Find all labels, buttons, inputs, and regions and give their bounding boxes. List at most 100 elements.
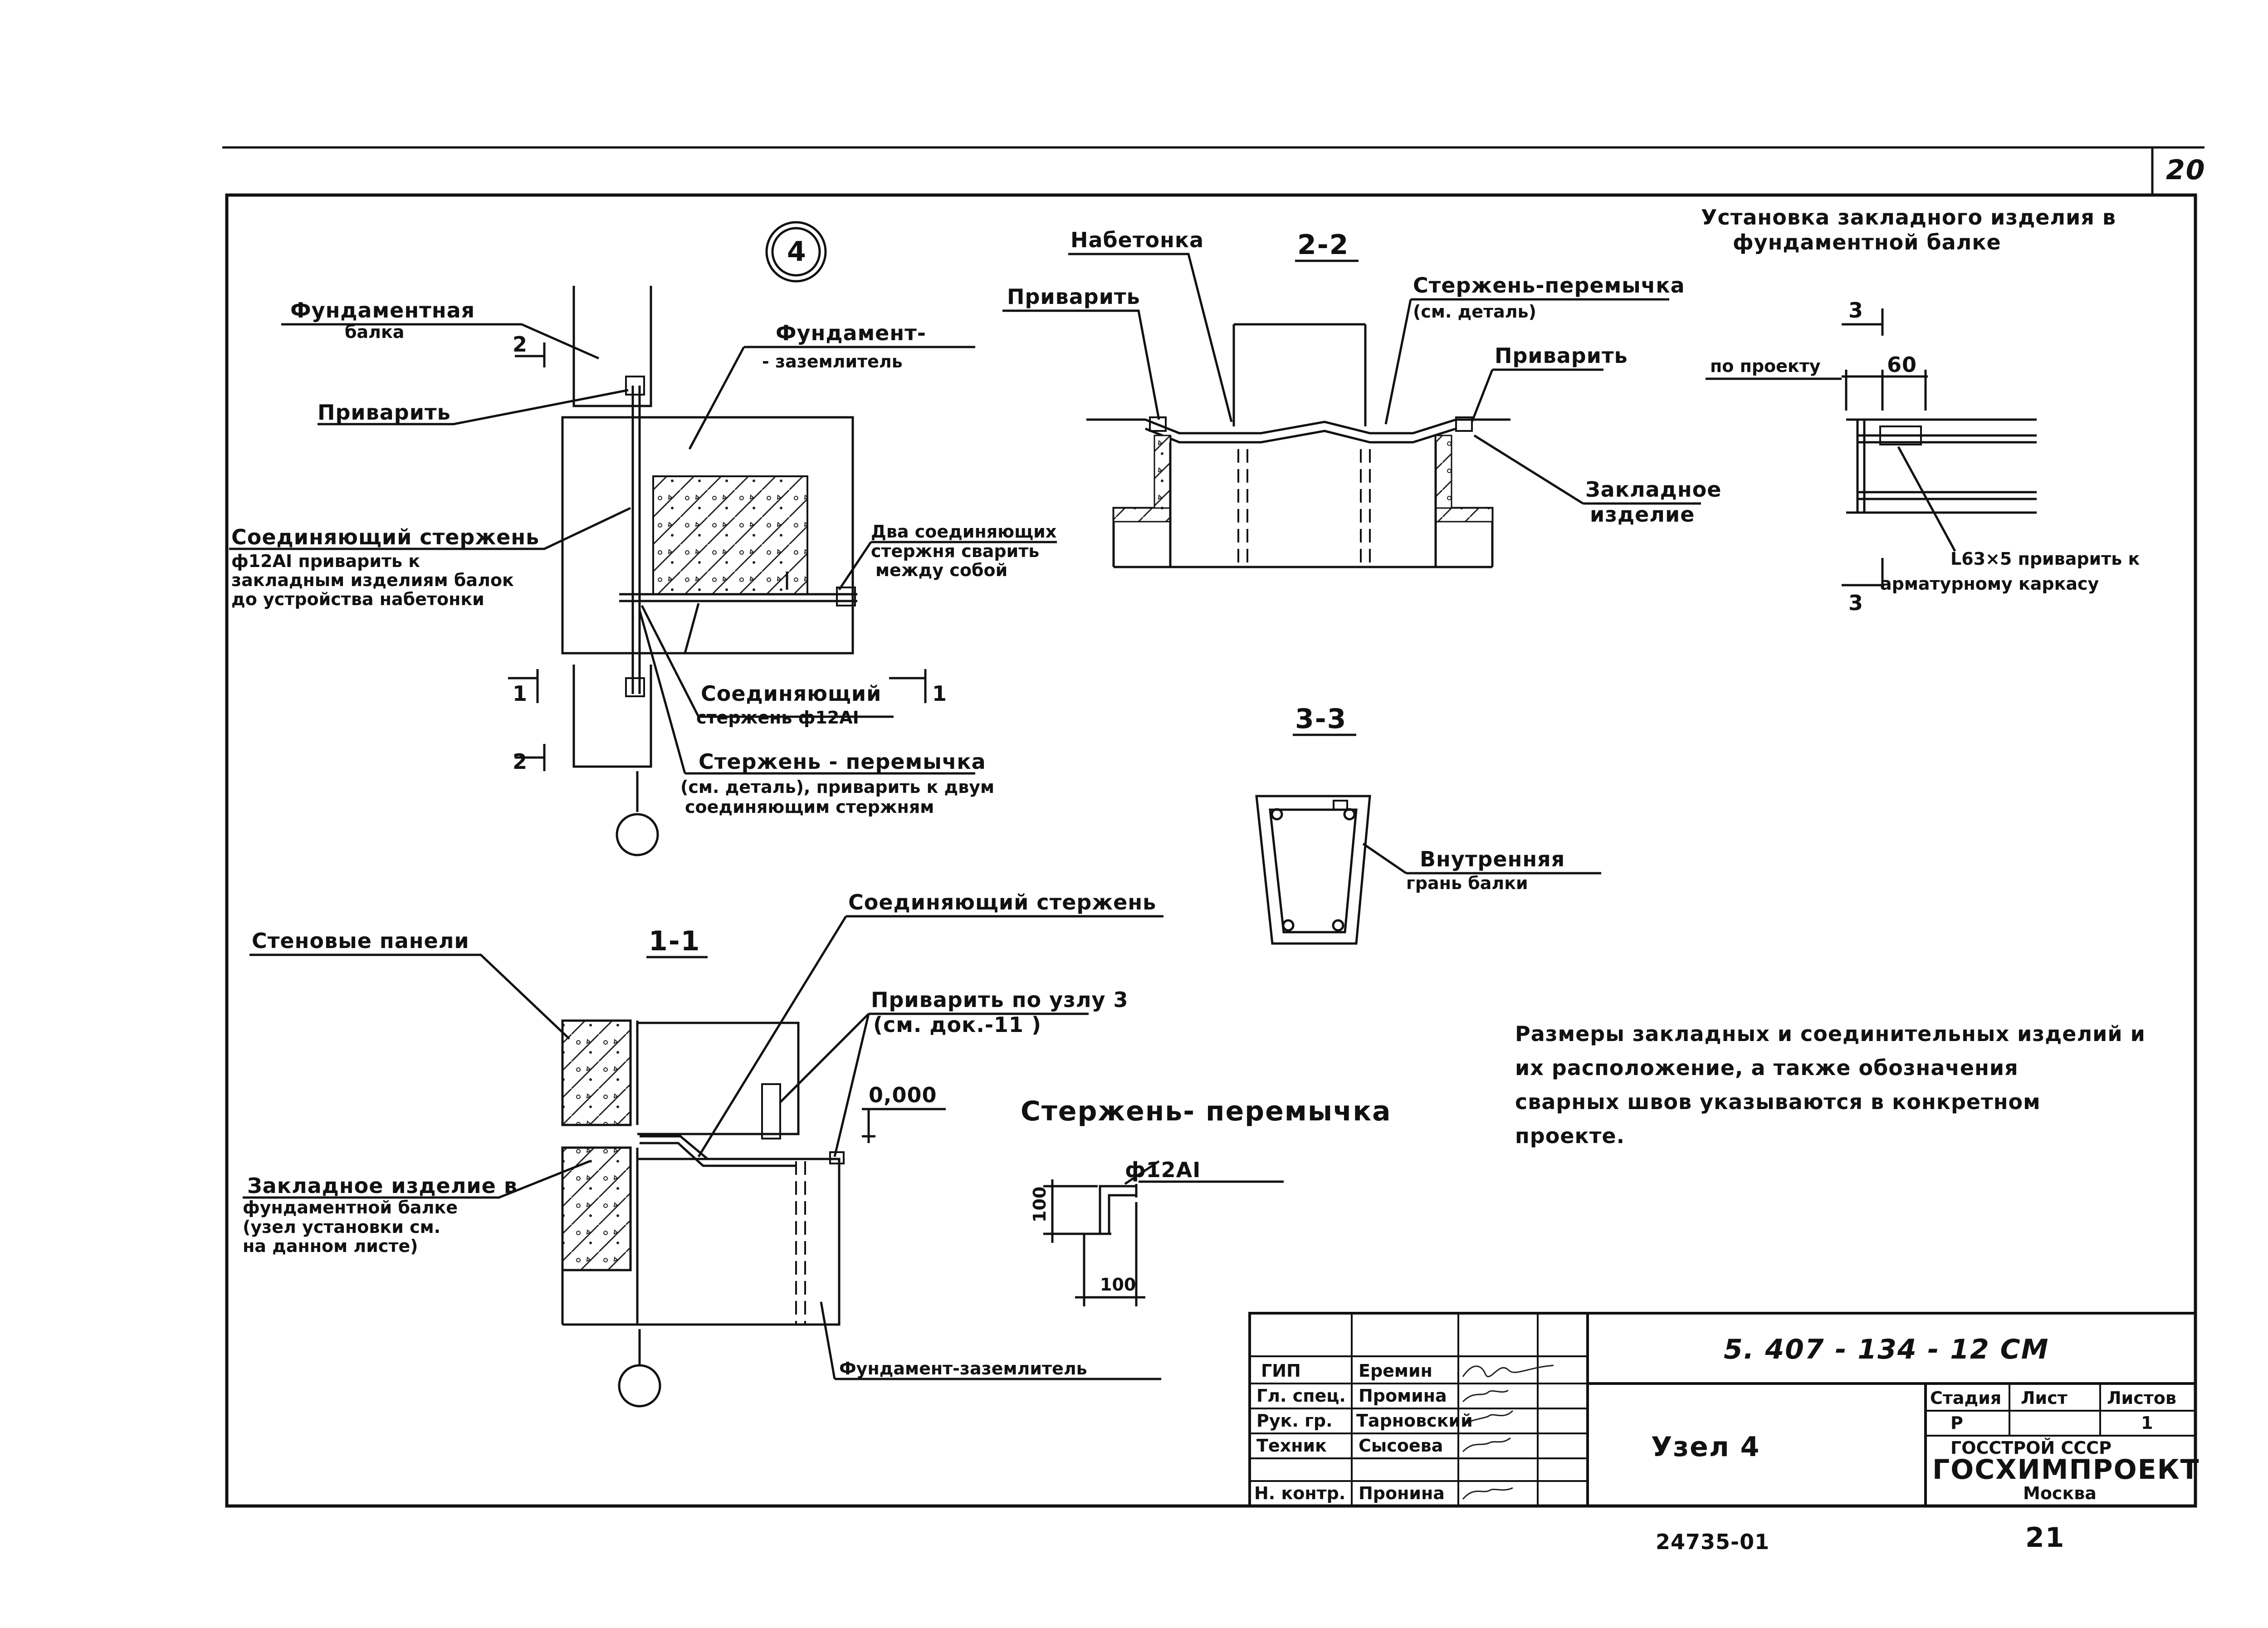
install-labels: Установка закладного изделия в фундамент… [1701,205,2140,615]
label-weld: Приварить [318,400,451,425]
bottom-code: 24735-01 [1656,1530,1769,1554]
jumper-detail-drawing [1043,1160,1284,1306]
label-section-mark-2-bottom: 2 [513,749,528,774]
org-gosstroy: ГОССТРОЙ СССР [1950,1438,2112,1458]
section11-labels: 1-1 Стеновые панели Соединяющий стержень… [243,890,1156,1379]
label-foundation-ground-11: Фундамент-заземлитель [839,1359,1087,1379]
label-embedded-11-4: на данном листе) [243,1236,418,1256]
install-title-1: Установка закладного изделия в [1701,205,2116,230]
doc-code: 5. 407 - 134 - 12 СМ [1724,1334,2049,1365]
label-embedded-11-1: Закладное изделие в [247,1173,518,1198]
label-by-project: по проекту [1710,356,1821,376]
section22-labels: 2-2 Набетонка Приварить Стержень-перемыч… [1007,228,1721,527]
label-weld-right: Приварить [1495,343,1628,368]
label-foundation-beam-2: балка [345,322,404,342]
sheet-corner-number: 20 [2166,154,2206,186]
role-technician: Техник [1256,1436,1327,1456]
label-jumper-rod-3: соединяющим стержням [685,797,934,817]
jumper-detail-rod: ф12АI [1125,1158,1201,1182]
name-pronina: Пронина [1359,1483,1445,1503]
label-connecting-rod-3: закладным изделиям балок [231,570,514,590]
section22-drawing [1002,253,1701,568]
label-angle-1: L63×5 приварить к [1950,549,2140,569]
label-jumper-rod-1: Стержень - перемычка [699,749,986,774]
note-line-4: проекте. [1515,1124,1625,1148]
label-weld-left: Приварить [1007,284,1140,309]
jumper-detail-title: Стержень- перемычка [1021,1095,1392,1127]
label-connecting-rod-11: Соединяющий стержень [848,890,1156,914]
label-section-mark-1-left: 1 [513,681,528,706]
label-foundation-ground-2: - заземлитель [762,352,903,372]
stage-header: Стадия [1930,1388,2001,1408]
label-embedded-2: изделие [1590,502,1695,527]
label-section-mark-2-top: 2 [513,332,528,357]
role-group-lead: Рук. гр. [1256,1411,1333,1431]
jumper-detail-labels: Стержень- перемычка ф12АI 100 100 [1021,1095,1392,1295]
label-wall-panels: Стеновые панели [252,929,469,953]
label-embedded-1: Закладное [1585,477,1721,502]
org-moscow: Москва [2023,1483,2097,1503]
label-connecting-rod2-1: Соединяющий [701,681,881,706]
sheets-header: Листов [2107,1388,2176,1408]
label-connecting-rod-2: ф12АI приварить к [231,551,420,571]
section22-title: 2-2 [1297,229,1349,261]
install-mark-top: 3 [1848,298,1863,323]
label-jumper-1: Стержень-перемычка [1413,273,1685,298]
node4-circle-label: 4 [787,236,807,268]
label-dim-60: 60 [1887,352,1917,377]
label-two-rods-1: Два соединяющих [871,522,1056,542]
label-inner-face-1: Внутренняя [1420,847,1565,871]
label-inner-face-2: грань балки [1406,873,1528,893]
jumper-detail-dim-h: 100 [1100,1275,1136,1295]
label-connecting-rod-1: Соединяющий стержень [231,525,539,549]
title-block-signatures [1462,1364,1554,1500]
section33-labels: 3-3 Внутренняя грань балки [1295,703,1565,893]
label-jumper-rod-2: (см. деталь), приварить к двум [680,777,994,797]
role-chief-spec: Гл. спец. [1256,1386,1346,1406]
label-weld-node3-1: Приварить по узлу 3 [871,988,1129,1012]
label-embedded-11-3: (узел установки см. [243,1217,440,1237]
label-connecting-rod2-2: стержень ф12АI [696,708,859,728]
title-block-text: 5. 407 - 134 - 12 СМ Узел 4 ГИП Гл. спец… [1254,1334,2200,1503]
label-angle-2: арматурному каркасу [1880,574,2099,594]
note-line-2: их расположение, а также обозначения [1515,1056,2019,1080]
label-nabetonka: Набетонка [1070,228,1204,252]
name-eremin: Еремин [1359,1361,1432,1381]
install-mark-bottom: 3 [1848,591,1863,615]
general-note: Размеры закладных и соединительных издел… [1515,1022,2146,1148]
label-two-rods-3: между собой [875,560,1007,580]
node-title: Узел 4 [1651,1431,1760,1463]
label-section-mark-1-right: 1 [932,681,947,706]
section33-title: 3-3 [1295,703,1347,735]
section33-drawing [1255,733,1601,945]
note-line-1: Размеры закладных и соединительных издел… [1515,1022,2146,1046]
title-block [1248,1312,2197,1507]
name-promina: Промина [1359,1386,1447,1406]
name-sysoeva: Сысоева [1359,1436,1443,1456]
stage-value: Р [1950,1413,1963,1433]
label-jumper-2: (см. деталь) [1413,302,1536,322]
node4-plan [229,221,1057,856]
install-title-2: фундаментной балке [1733,230,2001,254]
label-two-rods-2: стержня сварить [871,541,1039,561]
label-level: 0,000 [869,1083,937,1107]
label-embedded-11-2: фундаментной балке [243,1198,458,1217]
org-goskhimproekt: ГОСХИМПРОЕКТ [1932,1454,2200,1486]
install-drawing [1706,308,2037,587]
sheet-header: Лист [2021,1388,2068,1408]
name-tarnovsky: Тарновский [1356,1411,1473,1431]
node4-labels: Фундаментная балка Фундамент- - заземлит… [231,298,1056,817]
sheet-frame [222,146,2204,1508]
label-foundation-ground-1: Фундамент- [776,321,926,345]
bottom-page: 21 [2025,1522,2065,1554]
label-foundation-beam-1: Фундаментная [290,298,475,323]
section11-drawing [243,915,1163,1408]
section11-title: 1-1 [649,925,700,957]
role-norm-control: Н. контр. [1254,1483,1345,1503]
jumper-detail-dim-v: 100 [1030,1187,1050,1222]
note-line-3: сварных швов указываются в конкретном [1515,1090,2041,1114]
label-weld-node3-2: (см. док.-11 ) [873,1012,1041,1037]
sheets-value: 1 [2141,1413,2153,1433]
role-gip: ГИП [1261,1361,1301,1381]
